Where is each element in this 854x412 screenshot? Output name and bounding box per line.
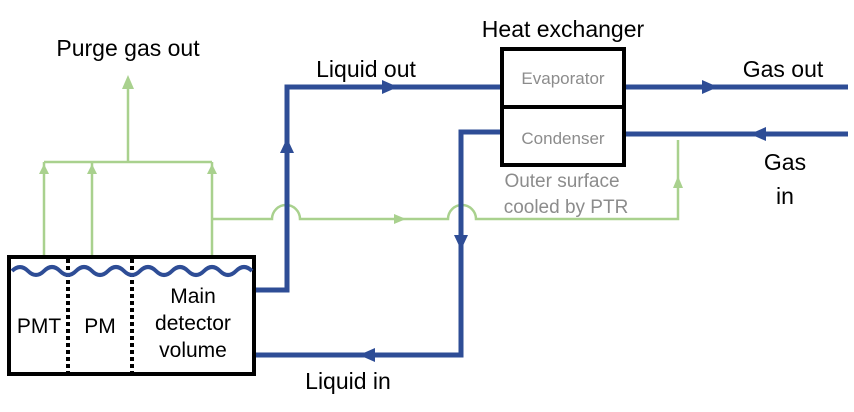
gas-out-arrowhead [702,80,718,94]
purge-up-arrowhead-pmt [39,164,49,174]
purge-ptr-arrowhead [673,176,683,188]
outer-surface-label-line2: cooled by PTR [504,197,629,218]
liquid-out-right-arrowhead [382,80,398,94]
purge-return-line [212,140,680,221]
condenser-down-arrowhead [454,235,468,250]
heat-exchanger-title: Heat exchanger [482,16,645,42]
purge-up-arrowhead-main [207,164,217,174]
purge-gas-out-label: Purge gas out [56,35,200,61]
liquid-in-line [254,129,502,358]
gas-in-label-line1: Gas [764,149,806,175]
condenser-label: Condenser [521,129,605,148]
liquid-surface-wave [10,265,254,277]
detector: PMT PM Main detector volume [7,255,256,376]
liquid-out-line [254,84,502,293]
gas-in-label-line2: in [776,183,794,209]
gas-in-arrowhead [750,127,766,141]
liquid-in-left-arrowhead [359,348,375,362]
outer-surface-label-line1: Outer surface [504,171,619,192]
purge-arrows [39,75,683,224]
purge-up-arrowhead-pm [87,164,97,174]
liquid-gas-arrows [280,80,766,362]
purge-out-arrowhead [122,75,134,89]
main-detector-label-line2: detector [155,312,231,335]
main-detector-label-line3: volume [159,339,227,362]
evaporator-label: Evaporator [521,69,604,88]
pmt-label: PMT [17,315,62,338]
liquid-out-up-arrowhead [280,138,294,153]
liquid-out-label: Liquid out [316,56,416,82]
pm-label: PM [84,315,116,338]
liquid-in-label: Liquid in [305,368,391,394]
gas-out-label: Gas out [743,56,824,82]
purge-gas-lines [42,86,680,258]
main-detector-label-line1: Main [170,285,216,308]
purge-return-arrowhead [394,214,406,224]
heat-exchanger: Evaporator Condenser [500,47,626,167]
